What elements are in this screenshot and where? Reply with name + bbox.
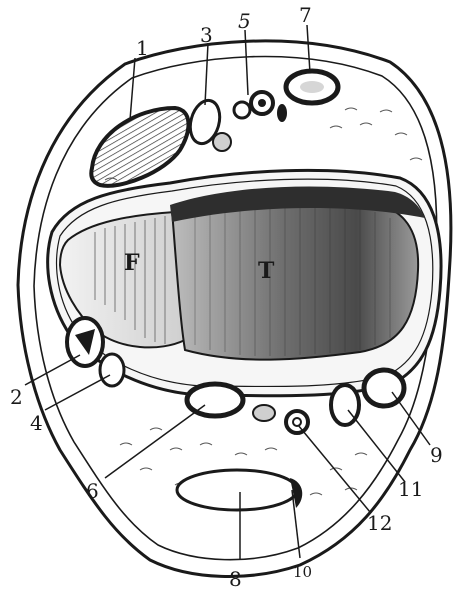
callout-10: 10 <box>293 563 312 581</box>
callout-9: 9 <box>430 443 443 467</box>
callout-3: 3 <box>200 23 213 47</box>
structure-8 <box>177 470 297 510</box>
structure-5c <box>258 99 266 107</box>
callout-5: 5 <box>238 9 251 33</box>
tibia-label: T <box>258 258 275 284</box>
callout-6: 6 <box>86 479 99 503</box>
structure-5d <box>277 104 287 122</box>
callout-1: 1 <box>136 36 149 60</box>
femur-label: F <box>124 250 140 276</box>
structure-7-inner <box>300 81 324 93</box>
tibia-section <box>172 198 418 360</box>
structure-4 <box>100 354 124 386</box>
structure-12a <box>253 405 275 421</box>
callout-11: 11 <box>398 477 423 501</box>
structure-12c <box>293 418 301 426</box>
callout-12: 12 <box>367 511 392 535</box>
callout-8: 8 <box>229 567 242 591</box>
callout-2: 2 <box>10 385 23 409</box>
callout-7: 7 <box>299 3 312 27</box>
structure-5a <box>234 102 250 118</box>
structure-3b <box>213 133 231 151</box>
callout-4: 4 <box>30 411 43 435</box>
